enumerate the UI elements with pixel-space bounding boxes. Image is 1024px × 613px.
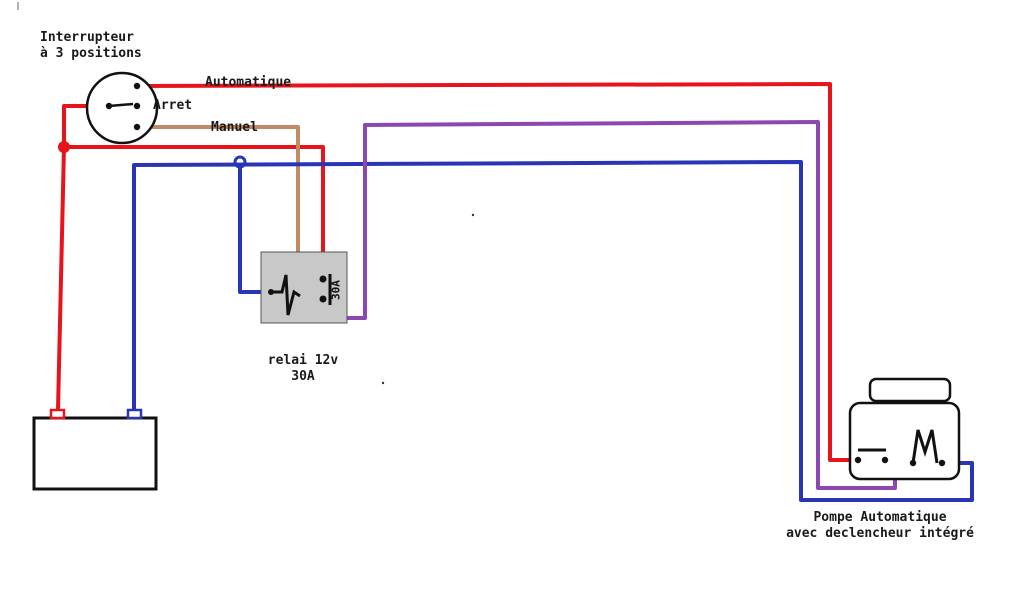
relay-label-line1: relai 12v [267, 353, 339, 368]
switch-terminal-arret [133, 102, 141, 110]
relay-label: relai 12v 30A [248, 353, 358, 385]
pump-label: Pompe Automatique avec declencheur intég… [740, 510, 1020, 542]
pump-label-line2: avec declencheur intégré [786, 526, 974, 541]
purple-wires [321, 120, 912, 490]
battery-positive-terminal [49, 408, 66, 420]
battery [32, 416, 158, 491]
selector-switch [85, 71, 159, 145]
switch-lever [108, 102, 134, 108]
relay-rating-label: 30A [329, 280, 343, 300]
pump-terminal-2 [881, 456, 889, 464]
pump-terminal-1 [854, 456, 862, 464]
relay-contact-bottom [319, 295, 327, 303]
stray-dot [471, 213, 475, 217]
red-wires [56, 82, 856, 462]
switch-terminal-manuel [133, 123, 141, 131]
pump-body [848, 401, 961, 481]
relay-coil-terminal [268, 289, 274, 295]
red-wire-relay-feed [64, 145, 325, 279]
stray-dot [381, 381, 385, 385]
position-arret-label: Arret [153, 98, 193, 113]
blue-junction [233, 155, 247, 169]
position-manuel-label: Manuel [211, 120, 258, 135]
switch-title-line2: à 3 positions [40, 46, 142, 61]
brown-wire-manuel [138, 125, 300, 295]
battery-negative-terminal [126, 408, 143, 420]
pump-terminal-3 [909, 459, 917, 467]
switch-terminal-auto [133, 82, 141, 90]
blue-wires [132, 160, 974, 502]
relay-label-line2: 30A [291, 369, 315, 384]
position-automatique-label: Automatique [205, 75, 292, 90]
pump-motor-symbol [911, 429, 939, 464]
relay-coil-symbol [271, 274, 301, 316]
switch-title-line1: Interrupteur [40, 30, 134, 45]
red-junction [58, 141, 70, 153]
blue-wire-ground [132, 160, 974, 502]
pump-cap [868, 377, 952, 403]
purple-wire-relay-to-pump [321, 120, 912, 490]
switch-title: Interrupteur à 3 positions [40, 30, 142, 62]
pump-terminal-4 [938, 459, 946, 467]
relay-contact-top [319, 275, 327, 283]
pump-label-line1: Pompe Automatique [813, 510, 947, 525]
red-wire-automatique [137, 82, 856, 462]
relay [260, 251, 348, 324]
blue-wire-relay-coil [238, 163, 269, 294]
red-wire-battery-feed [56, 146, 66, 411]
